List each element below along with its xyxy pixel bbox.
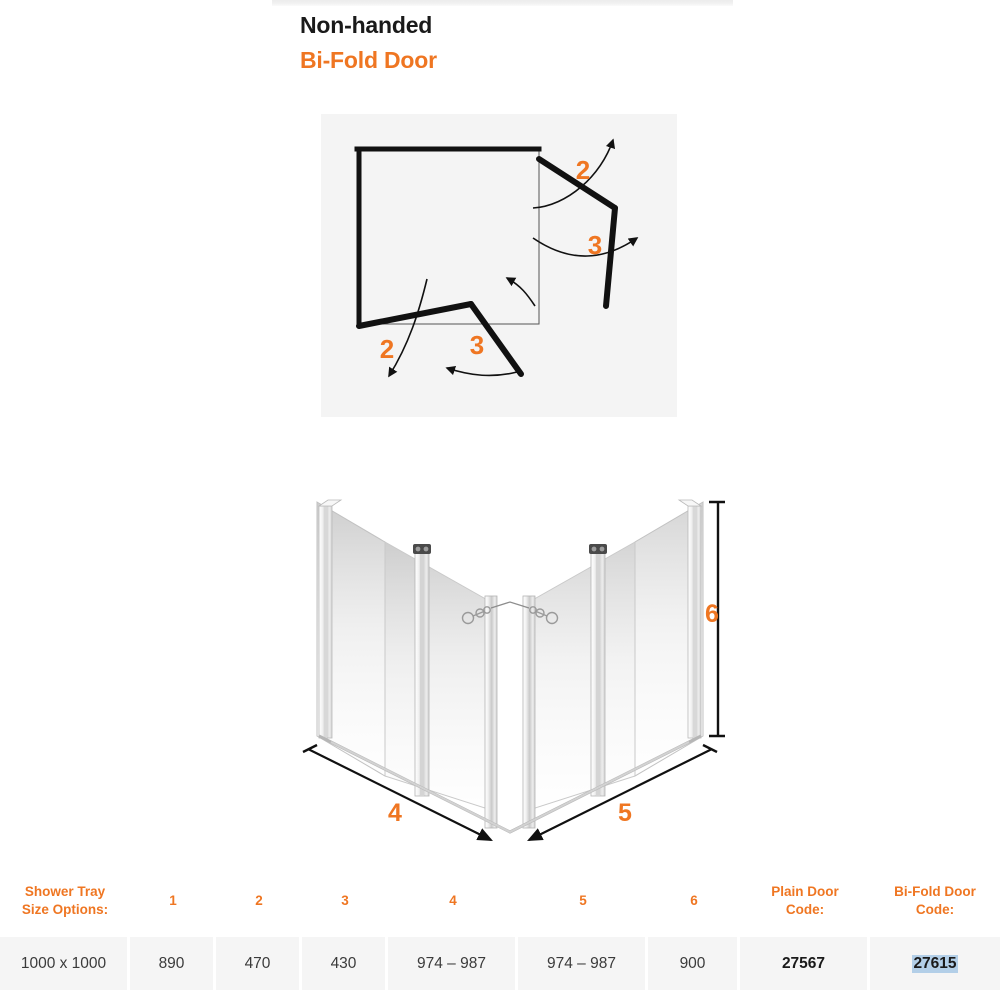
post-right-hinge-groove — [596, 546, 600, 796]
page-subtitle: Bi-Fold Door — [300, 47, 437, 73]
plan-label-3-right: 3 — [588, 230, 602, 260]
cell-dim-4: 974 – 987 — [388, 937, 518, 990]
cell-dim-5: 974 – 987 — [518, 937, 648, 990]
handle-left — [461, 606, 491, 625]
dimension-line-4 — [302, 743, 493, 841]
table-header-4: 4 — [449, 893, 457, 908]
tray-outline — [356, 148, 540, 325]
table-header-row: Shower Tray Size Options: 1 2 3 4 5 6 Pl… — [0, 865, 1000, 937]
table-header-plain-door-code-line1: Plain Door — [771, 884, 839, 899]
table-header-size-options-line2: Size Options: — [21, 902, 109, 917]
swing-arc-bottom-left — [388, 278, 428, 378]
post-centre-right — [522, 595, 536, 829]
door-leaf-right-b — [603, 205, 618, 309]
plan-diagram-panel: 2 3 2 3 — [321, 114, 677, 417]
table-header-size-options: Shower Tray Size Options: — [0, 865, 130, 937]
table-row: 1000 x 1000 890 470 430 974 – 987 974 – … — [0, 937, 1000, 990]
cap-left-wall — [317, 499, 343, 507]
cell-dim-1: 890 — [130, 937, 216, 990]
iso-diagram-panel: 4 5 — [295, 480, 725, 855]
cap-right-wall — [677, 499, 703, 507]
cell-bifold-door-code[interactable]: 27615 — [912, 954, 958, 973]
page-title: Non-handed — [300, 12, 433, 38]
table-header-bifold-door-code-line2: Code: — [915, 902, 955, 917]
table-header-3: 3 — [341, 893, 349, 908]
post-left-hinge-groove — [420, 546, 424, 796]
table-header-plain-door-code-line2: Code: — [785, 902, 825, 917]
plan-label-2-right: 2 — [576, 155, 590, 185]
door-leaf-bottom-a — [356, 301, 474, 329]
table-header-size-options-line1: Shower Tray — [24, 884, 106, 899]
table-header-5: 5 — [579, 893, 587, 908]
swing-arc-bottom-right — [445, 365, 518, 377]
post-right-wall-groove — [693, 506, 696, 738]
heading-block: Non-handed Bi-Fold Door — [300, 10, 900, 75]
iso-label-6: 6 — [705, 600, 719, 628]
glass-panel-right-main — [528, 541, 636, 811]
post-centre-left — [484, 595, 498, 829]
hinge-left — [413, 544, 431, 554]
iso-label-4: 4 — [388, 799, 402, 827]
glass-panel-left-main — [384, 541, 492, 811]
swing-arc-right-upper — [532, 138, 616, 209]
cell-dim-6: 900 — [648, 937, 740, 990]
table-header-plain-door-code: Plain Door Code: — [740, 865, 870, 937]
table-header-2: 2 — [255, 893, 263, 908]
cell-dim-3: 430 — [302, 937, 388, 990]
door-leaf-bottom-b — [468, 301, 524, 377]
plan-label-2-bottom: 2 — [380, 334, 394, 364]
iso-label-5: 5 — [618, 799, 632, 827]
table-header-bifold-door-code-line1: Bi-Fold Door — [894, 884, 976, 899]
dimension-line-6 — [709, 500, 725, 738]
hinge-right — [589, 544, 607, 554]
plan-label-3-bottom: 3 — [470, 330, 484, 360]
door-leaf-right-a — [536, 156, 618, 211]
cell-tray-size: 1000 x 1000 — [0, 937, 130, 990]
dimension-line-5 — [527, 743, 718, 841]
spec-table: Shower Tray Size Options: 1 2 3 4 5 6 Pl… — [0, 865, 1000, 990]
base-rail-inner — [330, 741, 690, 833]
cell-bifold-door-code-container: 27615 — [870, 937, 1000, 990]
table-header-bifold-door-code: Bi-Fold Door Code: — [870, 865, 1000, 937]
table-header-6: 6 — [690, 893, 698, 908]
post-left-wall-groove — [324, 506, 327, 738]
swing-arc-bottom-inner — [505, 277, 536, 307]
handle-right — [529, 606, 559, 625]
swing-arc-right-lower — [532, 237, 639, 257]
cell-dim-2: 470 — [216, 937, 302, 990]
plan-diagram-svg: 2 3 2 3 — [354, 138, 639, 378]
cell-plain-door-code: 27567 — [740, 937, 870, 990]
top-gray-strip — [272, 0, 733, 6]
iso-diagram-svg: 4 5 — [302, 499, 725, 841]
centre-seal-top — [490, 601, 530, 609]
table-header-1: 1 — [169, 893, 177, 908]
